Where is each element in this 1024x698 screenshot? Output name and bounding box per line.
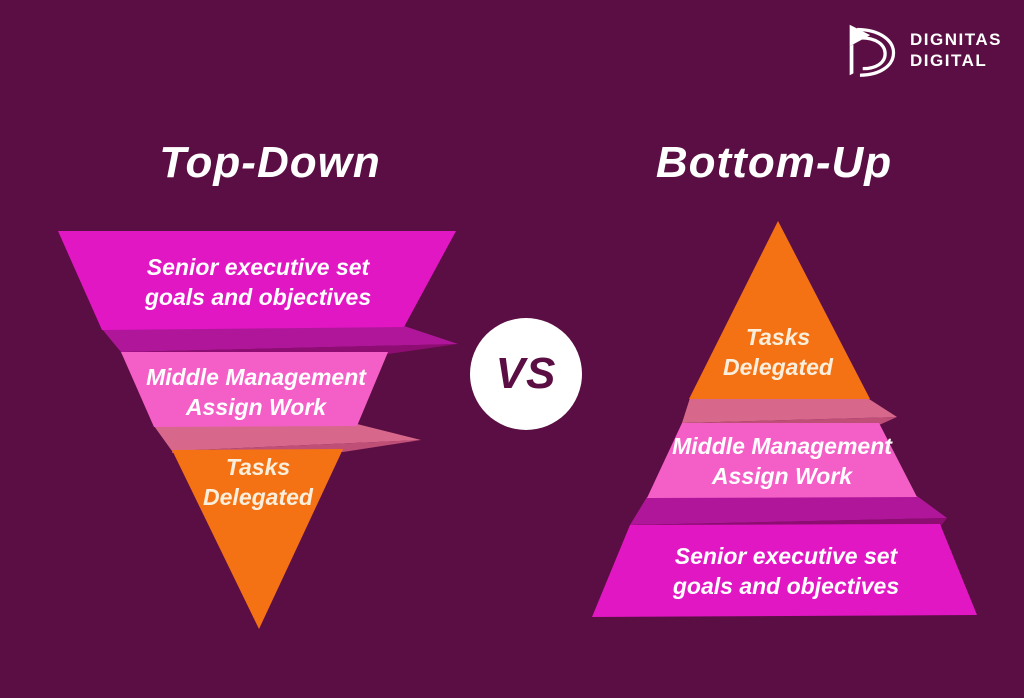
brand-name: DIGNITAS DIGITAL: [910, 29, 1002, 71]
vs-label: VS: [495, 349, 557, 398]
label-line: Tasks: [225, 454, 291, 480]
bottom-up-fold-2: [630, 496, 947, 525]
label-line: Assign Work: [185, 394, 327, 420]
label-line: Middle Management: [672, 433, 892, 459]
bottom-up-layer-2-label: Middle Management Assign Work: [672, 431, 892, 491]
bottom-up-fold-1: [682, 398, 897, 423]
top-down-fold-2: [154, 424, 421, 451]
label-line: Delegated: [723, 354, 833, 380]
bottom-up-layer-1: [689, 221, 870, 399]
brand-name-line2: DIGITAL: [910, 51, 988, 70]
vs-badge: VS: [470, 318, 582, 430]
label-line: Senior executive set: [146, 254, 370, 280]
top-down-layer-2-label: Middle Management Assign Work: [146, 362, 366, 422]
bottom-up-layer-2: [647, 423, 917, 498]
label-line: goals and objectives: [144, 284, 372, 310]
label-line: Delegated: [203, 484, 313, 510]
brand-logo: DIGNITAS DIGITAL: [845, 22, 1002, 78]
bottom-up-layer-3: [592, 524, 977, 617]
bottom-up-title: Bottom-Up: [655, 138, 893, 187]
top-down-layer-3: [172, 449, 343, 629]
top-down-layer-1: [58, 231, 456, 330]
top-down-layer-1-label: Senior executive set goals and objective…: [145, 252, 371, 312]
top-down-fold-1-shadow: [121, 344, 458, 354]
label-line: Middle Management: [146, 364, 366, 390]
dignitas-logo-icon: [849, 24, 896, 77]
brand-name-line1: DIGNITAS: [910, 30, 1002, 49]
label-line: Assign Work: [711, 463, 853, 489]
top-down-layer-3-label: Tasks Delegated: [203, 452, 313, 512]
top-down-title: Top-Down: [159, 138, 381, 187]
top-down-fold-1: [102, 326, 458, 352]
top-down-layer-2: [121, 352, 388, 427]
label-line: goals and objectives: [672, 573, 900, 599]
label-line: Tasks: [745, 324, 811, 350]
label-line: Senior executive set: [674, 543, 898, 569]
bottom-up-layer-1-label: Tasks Delegated: [723, 322, 833, 382]
bottom-up-layer-3-label: Senior executive set goals and objective…: [673, 541, 899, 601]
